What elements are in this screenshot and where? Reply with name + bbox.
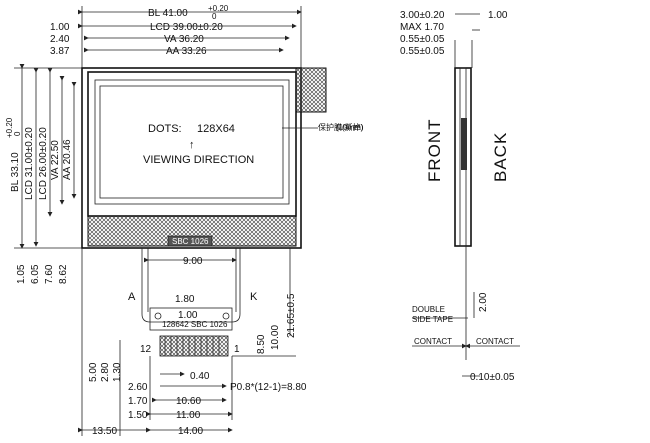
left-bl: BL 33.10	[10, 152, 21, 192]
dim-850-text: 8.50	[256, 334, 267, 354]
side-view: 3.00±0.20 1.00 MAX 1.70 0.55±0.05 0.55±0…	[400, 10, 520, 383]
bot-500: 5.00	[88, 362, 99, 382]
left-lcd26: LCD 26.00±0.20	[38, 127, 49, 200]
side-ic	[461, 118, 467, 170]
front-label: FRONT	[425, 118, 444, 182]
tape-note: 保护膜(撕掉)	[318, 122, 364, 132]
double-label: DOUBLE	[412, 305, 445, 314]
fpc-connector	[167, 235, 213, 247]
left-bl-tol2: 0	[13, 131, 22, 136]
view-arrow: ↑	[189, 139, 195, 151]
top-bl-tol: +0.20	[208, 4, 229, 13]
front-view: 保护膜(撕掉) (10mm) DOTS: 128X64 ↑ VIEWING DI…	[5, 4, 364, 437]
bot-040: 0.40	[190, 371, 210, 382]
protect-tape	[295, 67, 327, 113]
top-aa: AA 33.26	[166, 46, 207, 57]
top-lcd: LCD 39.00±0.20	[150, 22, 223, 33]
top-bl: BL 41.00	[148, 8, 188, 19]
left-aa: AA 20.46	[62, 139, 73, 180]
viewing-direction: VIEWING DIRECTION	[143, 154, 254, 166]
bot-1100: 11.00	[176, 410, 201, 421]
fpc-tail	[149, 307, 233, 331]
pin-k: K	[250, 291, 258, 303]
pin-12: 12	[140, 344, 152, 355]
dots-label: DOTS:	[148, 123, 182, 135]
left-lcd: LCD 31.00±0.20	[24, 127, 35, 200]
bot-1060: 10.60	[176, 396, 201, 407]
side-055b: 0.55±0.05	[400, 46, 445, 57]
dim-010: 0.10±0.05	[470, 372, 515, 383]
contact-left: CONTACT	[414, 337, 452, 346]
bot-pitch: P0.8*(12-1)=8.80	[230, 382, 307, 393]
left-862: 8.62	[58, 264, 69, 284]
left-bl-tol: +0.20	[5, 117, 14, 138]
dim-2165-text: 21.65±0.5	[286, 293, 297, 338]
aa-outline	[99, 85, 284, 199]
top-dims	[78, 6, 302, 68]
bot-130: 1.30	[112, 362, 123, 382]
pin-a: A	[128, 291, 136, 303]
side-max170: MAX 1.70	[400, 22, 444, 33]
dim-100-text: 1.00	[178, 310, 198, 321]
bot-1400: 14.00	[178, 426, 203, 437]
contact-fingers	[159, 335, 229, 357]
left-va: VA 22.50	[50, 140, 61, 180]
top-va: VA 36.20	[164, 34, 204, 45]
dim-200: 2.00	[478, 292, 489, 312]
side-tape-label: SIDE TAPE	[412, 315, 453, 324]
back-label: BACK	[491, 132, 510, 182]
left-760: 7.60	[44, 264, 55, 284]
bottom-dims	[78, 248, 233, 436]
contact-right: CONTACT	[476, 337, 514, 346]
top-bl-tol2: 0	[212, 12, 217, 21]
pin-1: 1	[234, 344, 240, 355]
tape-note-suffix: (10mm)	[336, 123, 364, 132]
top-100: 1.00	[50, 22, 70, 33]
left-dims	[14, 64, 82, 249]
dim-9-text: 9.00	[183, 256, 203, 267]
bot-150: 1.50	[128, 410, 148, 421]
side-100: 1.00	[488, 10, 508, 21]
bot-280: 2.80	[100, 362, 111, 382]
side-300: 3.00±0.20	[400, 10, 445, 21]
fpc-outline	[141, 248, 241, 323]
dim-1000-text: 10.00	[270, 325, 281, 350]
left-105: 1.05	[16, 264, 27, 284]
top-387: 3.87	[50, 46, 70, 57]
fpc-hole-right	[222, 312, 230, 320]
bl-outline	[81, 67, 302, 249]
bot-170: 1.70	[128, 396, 148, 407]
bot-260: 2.60	[128, 382, 148, 393]
side-055a: 0.55±0.05	[400, 34, 445, 45]
top-240: 2.40	[50, 34, 70, 45]
va-outline	[94, 79, 290, 205]
fpc-hole-left	[154, 312, 162, 320]
bot-1350: 13.50	[92, 426, 117, 437]
dim-180-text: 1.80	[175, 294, 195, 305]
dots-value: 128X64	[197, 123, 235, 135]
fpc-code: SBC 1026	[172, 237, 209, 246]
fpc-label: 128642 SBC 1026	[162, 320, 228, 329]
left-605: 6.05	[30, 264, 41, 284]
